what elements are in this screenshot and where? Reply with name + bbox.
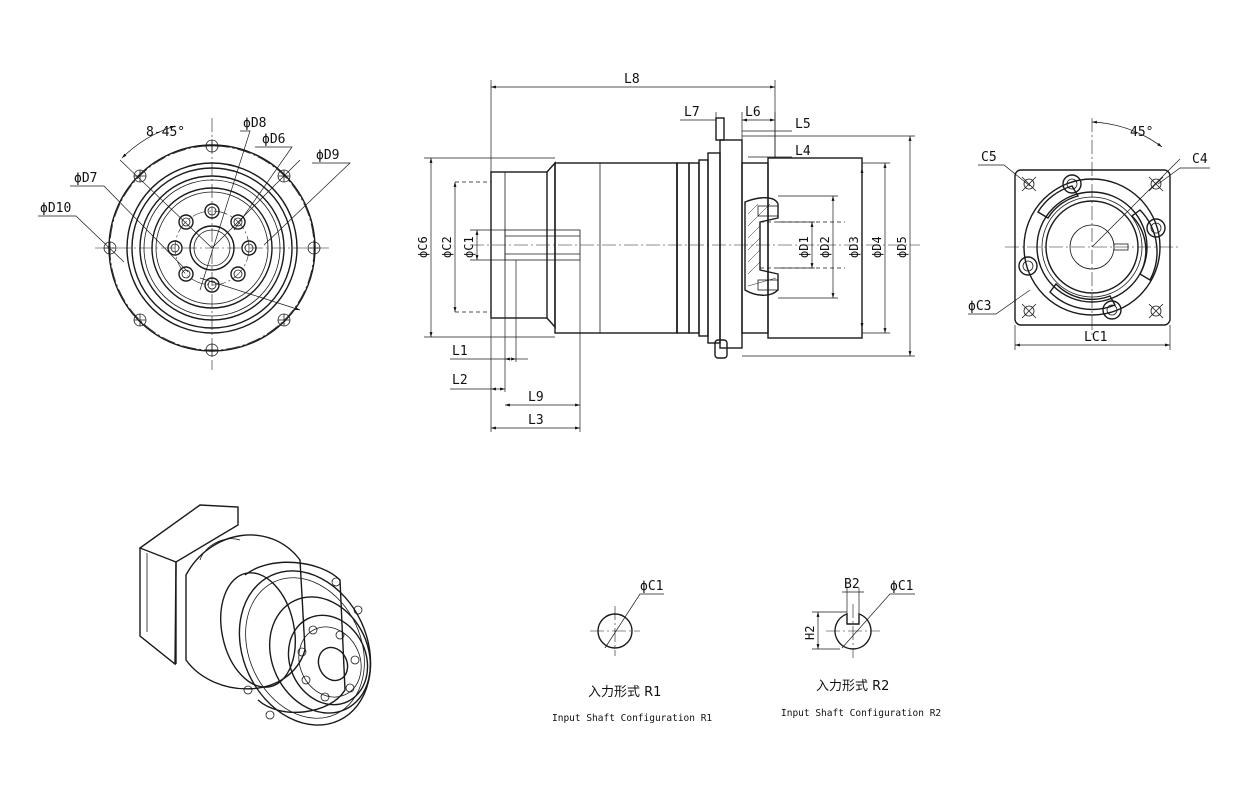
label-phi-c1: ϕC1 [462, 236, 476, 258]
r2-caption-en: Input Shaft Configuration R2 [781, 708, 941, 719]
rear-view: 45° C5 C4 ϕC3 LC1 [968, 118, 1210, 350]
side-view: L8 L7 L6 L5 L4 ϕC6 ϕC2 ϕC1 [416, 72, 920, 432]
label-phi-d4: ϕD4 [870, 236, 884, 258]
r2-label-phi-c1: ϕC1 [890, 579, 913, 594]
rear-lugs [1018, 174, 1166, 320]
label-phi-c6: ϕC6 [416, 236, 430, 258]
r1-caption-en: Input Shaft Configuration R1 [552, 713, 712, 724]
hatching [747, 203, 777, 287]
r2-caption-cn: 入力形式 R2 [816, 679, 889, 694]
label-phi-d10: ϕD10 [40, 201, 71, 216]
front-view: 8-45° ϕD7 ϕD10 ϕD8 ϕD6 ϕD9 [38, 116, 351, 370]
label-phi-d9: ϕD9 [316, 148, 339, 163]
r2-label-b2: B2 [844, 577, 860, 592]
shaft-r2: B2 H2 ϕC1 入力形式 R2 Input Shaft Configurat… [781, 577, 941, 719]
label-phi-d3: ϕD3 [847, 236, 861, 258]
r2-label-h2: H2 [803, 626, 817, 640]
label-lc1: LC1 [1084, 330, 1107, 345]
label-l6: L6 [745, 105, 761, 120]
shaft-r1: ϕC1 入力形式 R1 Input Shaft Configuration R1 [552, 579, 712, 724]
label-l5: L5 [795, 117, 811, 132]
label-phi-c2: ϕC2 [440, 236, 454, 258]
label-c4: C4 [1192, 152, 1208, 167]
r1-caption-cn: 入力形式 R1 [588, 685, 661, 700]
label-phi-d6: ϕD6 [262, 132, 285, 147]
label-phi-c3: ϕC3 [968, 299, 991, 314]
front-angle-label: 8-45° [146, 125, 185, 140]
outer-bolt-holes [103, 139, 321, 357]
label-c5: C5 [981, 150, 997, 165]
label-l2: L2 [452, 373, 468, 388]
label-l9: L9 [528, 390, 544, 405]
label-phi-d1: ϕD1 [797, 236, 811, 258]
label-l8: L8 [624, 72, 640, 87]
label-l4: L4 [795, 144, 811, 159]
label-l3: L3 [528, 413, 544, 428]
label-phi-d2: ϕD2 [818, 236, 832, 258]
rear-angle-label: 45° [1130, 125, 1153, 140]
label-phi-d8: ϕD8 [243, 116, 266, 131]
label-phi-d5: ϕD5 [895, 236, 909, 258]
inner-tapped-holes [167, 203, 257, 293]
label-l7: L7 [684, 105, 700, 120]
corner-holes [1021, 176, 1164, 319]
label-l1: L1 [452, 344, 468, 359]
label-phi-d7: ϕD7 [74, 171, 97, 186]
r1-label-phi-c1: ϕC1 [640, 579, 663, 594]
isometric-view [138, 504, 372, 726]
